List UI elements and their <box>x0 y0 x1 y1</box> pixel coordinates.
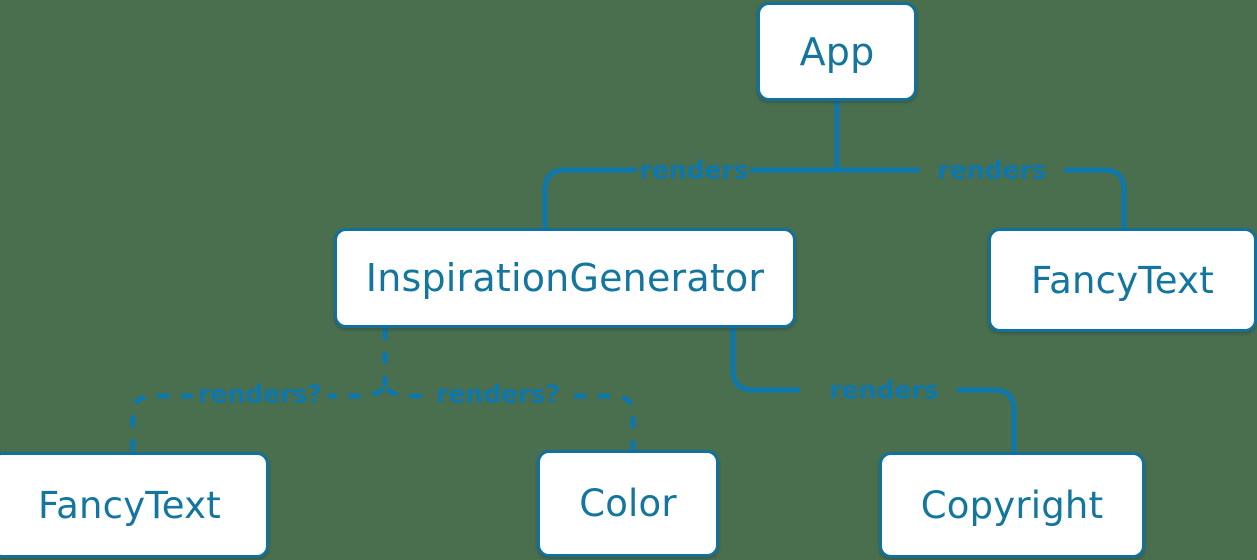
edge-app-to-fancytext-right-b <box>1064 167 1127 228</box>
edge-inspirationgenerator-to-color-a <box>385 387 422 399</box>
node-copyright-label: Copyright <box>920 483 1104 527</box>
node-fancytext-bottom-label: FancyText <box>38 483 221 527</box>
node-inspiration-generator-label: InspirationGenerator <box>365 256 765 300</box>
node-app-label: App <box>799 29 875 74</box>
node-fancytext-right[interactable]: FancyText <box>988 228 1257 332</box>
node-color[interactable]: Color <box>537 450 719 557</box>
node-fancytext-right-label: FancyText <box>1031 258 1214 302</box>
node-inspiration-generator[interactable]: InspirationGenerator <box>334 228 796 328</box>
edge-inspirationgenerator-to-color-b <box>574 393 636 450</box>
edge-label-app-to-inspirationgenerator: renders <box>639 155 749 185</box>
node-color-label: Color <box>579 482 677 525</box>
edge-inspirationgenerator-to-fancytext-bottom-a <box>328 387 385 399</box>
edge-label-inspirationgenerator-to-copyright: renders <box>829 375 939 405</box>
edge-label-app-to-fancytext: renders <box>937 155 1047 185</box>
node-app[interactable]: App <box>757 2 917 101</box>
edge-app-to-inspirationgenerator <box>542 167 637 228</box>
node-fancytext-bottom[interactable]: FancyText <box>0 452 269 558</box>
edge-label-inspirationgenerator-to-color: renders? <box>436 379 560 409</box>
edge-inspirationgenerator-to-copyright-b <box>957 387 1017 452</box>
edge-inspirationgenerator-to-fancytext-bottom-b <box>130 393 193 452</box>
node-copyright[interactable]: Copyright <box>879 452 1145 558</box>
edge-inspirationgenerator-to-copyright-a <box>730 328 800 393</box>
edge-label-inspirationgenerator-to-fancytext: renders? <box>198 379 322 409</box>
